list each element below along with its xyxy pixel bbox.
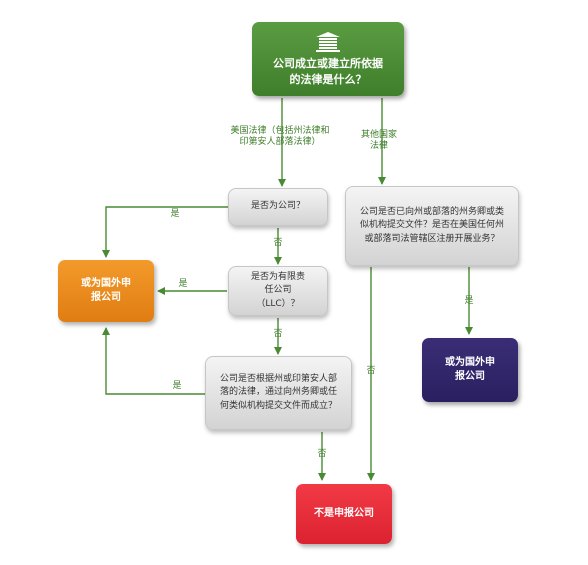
building-icon <box>316 31 340 52</box>
label-state-yes: 是 <box>172 381 182 391</box>
label-us-law: 美国法律（包括州法律和印第安人部落法律） <box>230 126 330 147</box>
node-foreign-reporting-right: 或为国外申报公司 <box>422 338 518 402</box>
node-is-corporation: 是否为公司？ <box>228 188 328 226</box>
label-other-yes: 是 <box>464 296 474 306</box>
node-foreign-reporting-left-text: 或为国外申报公司 <box>81 277 131 304</box>
node-not-reporting-text: 不是申报公司 <box>314 507 374 519</box>
label-corp-yes: 是 <box>170 209 180 219</box>
label-llc-no: 否 <box>273 329 283 339</box>
node-state-law: 公司是否根据州或印第安人部落的法律，通过向州务卿或任何类似机构提交文件而成立？ <box>205 356 352 430</box>
node-is-llc-text: 是否为有限责任公司（LLC）？ <box>250 272 305 309</box>
label-other-no: 否 <box>366 366 376 376</box>
node-is-corporation-text: 是否为公司？ <box>250 201 305 212</box>
label-llc-yes: 是 <box>178 279 188 289</box>
node-other-country-text: 公司是否已向州或部落的州务卿或类似机构提交文件？是否在美国任何州或部落司法管辖区… <box>360 207 505 244</box>
node-other-country: 公司是否已向州或部落的州务卿或类似机构提交文件？是否在美国任何州或部落司法管辖区… <box>345 186 519 266</box>
node-foreign-reporting-left: 或为国外申报公司 <box>58 260 154 322</box>
node-not-reporting: 不是申报公司 <box>296 484 392 544</box>
node-law-question-text: 公司成立或建立所依据的法律是什么？ <box>273 56 383 86</box>
edge-state-yes <box>102 327 205 395</box>
node-law-question: 公司成立或建立所依据的法律是什么？ <box>252 22 404 96</box>
node-state-law-text: 公司是否根据州或印第安人部落的法律，通过向州务卿或任何类似机构提交文件而成立？ <box>220 374 338 411</box>
node-is-llc: 是否为有限责任公司（LLC）？ <box>228 266 328 316</box>
label-other-law: 其他国家法律 <box>360 130 397 151</box>
label-corp-no: 否 <box>273 238 283 248</box>
label-state-no: 否 <box>317 449 327 459</box>
node-foreign-reporting-right-text: 或为国外申报公司 <box>445 356 495 383</box>
edge-corp-yes <box>102 206 228 258</box>
